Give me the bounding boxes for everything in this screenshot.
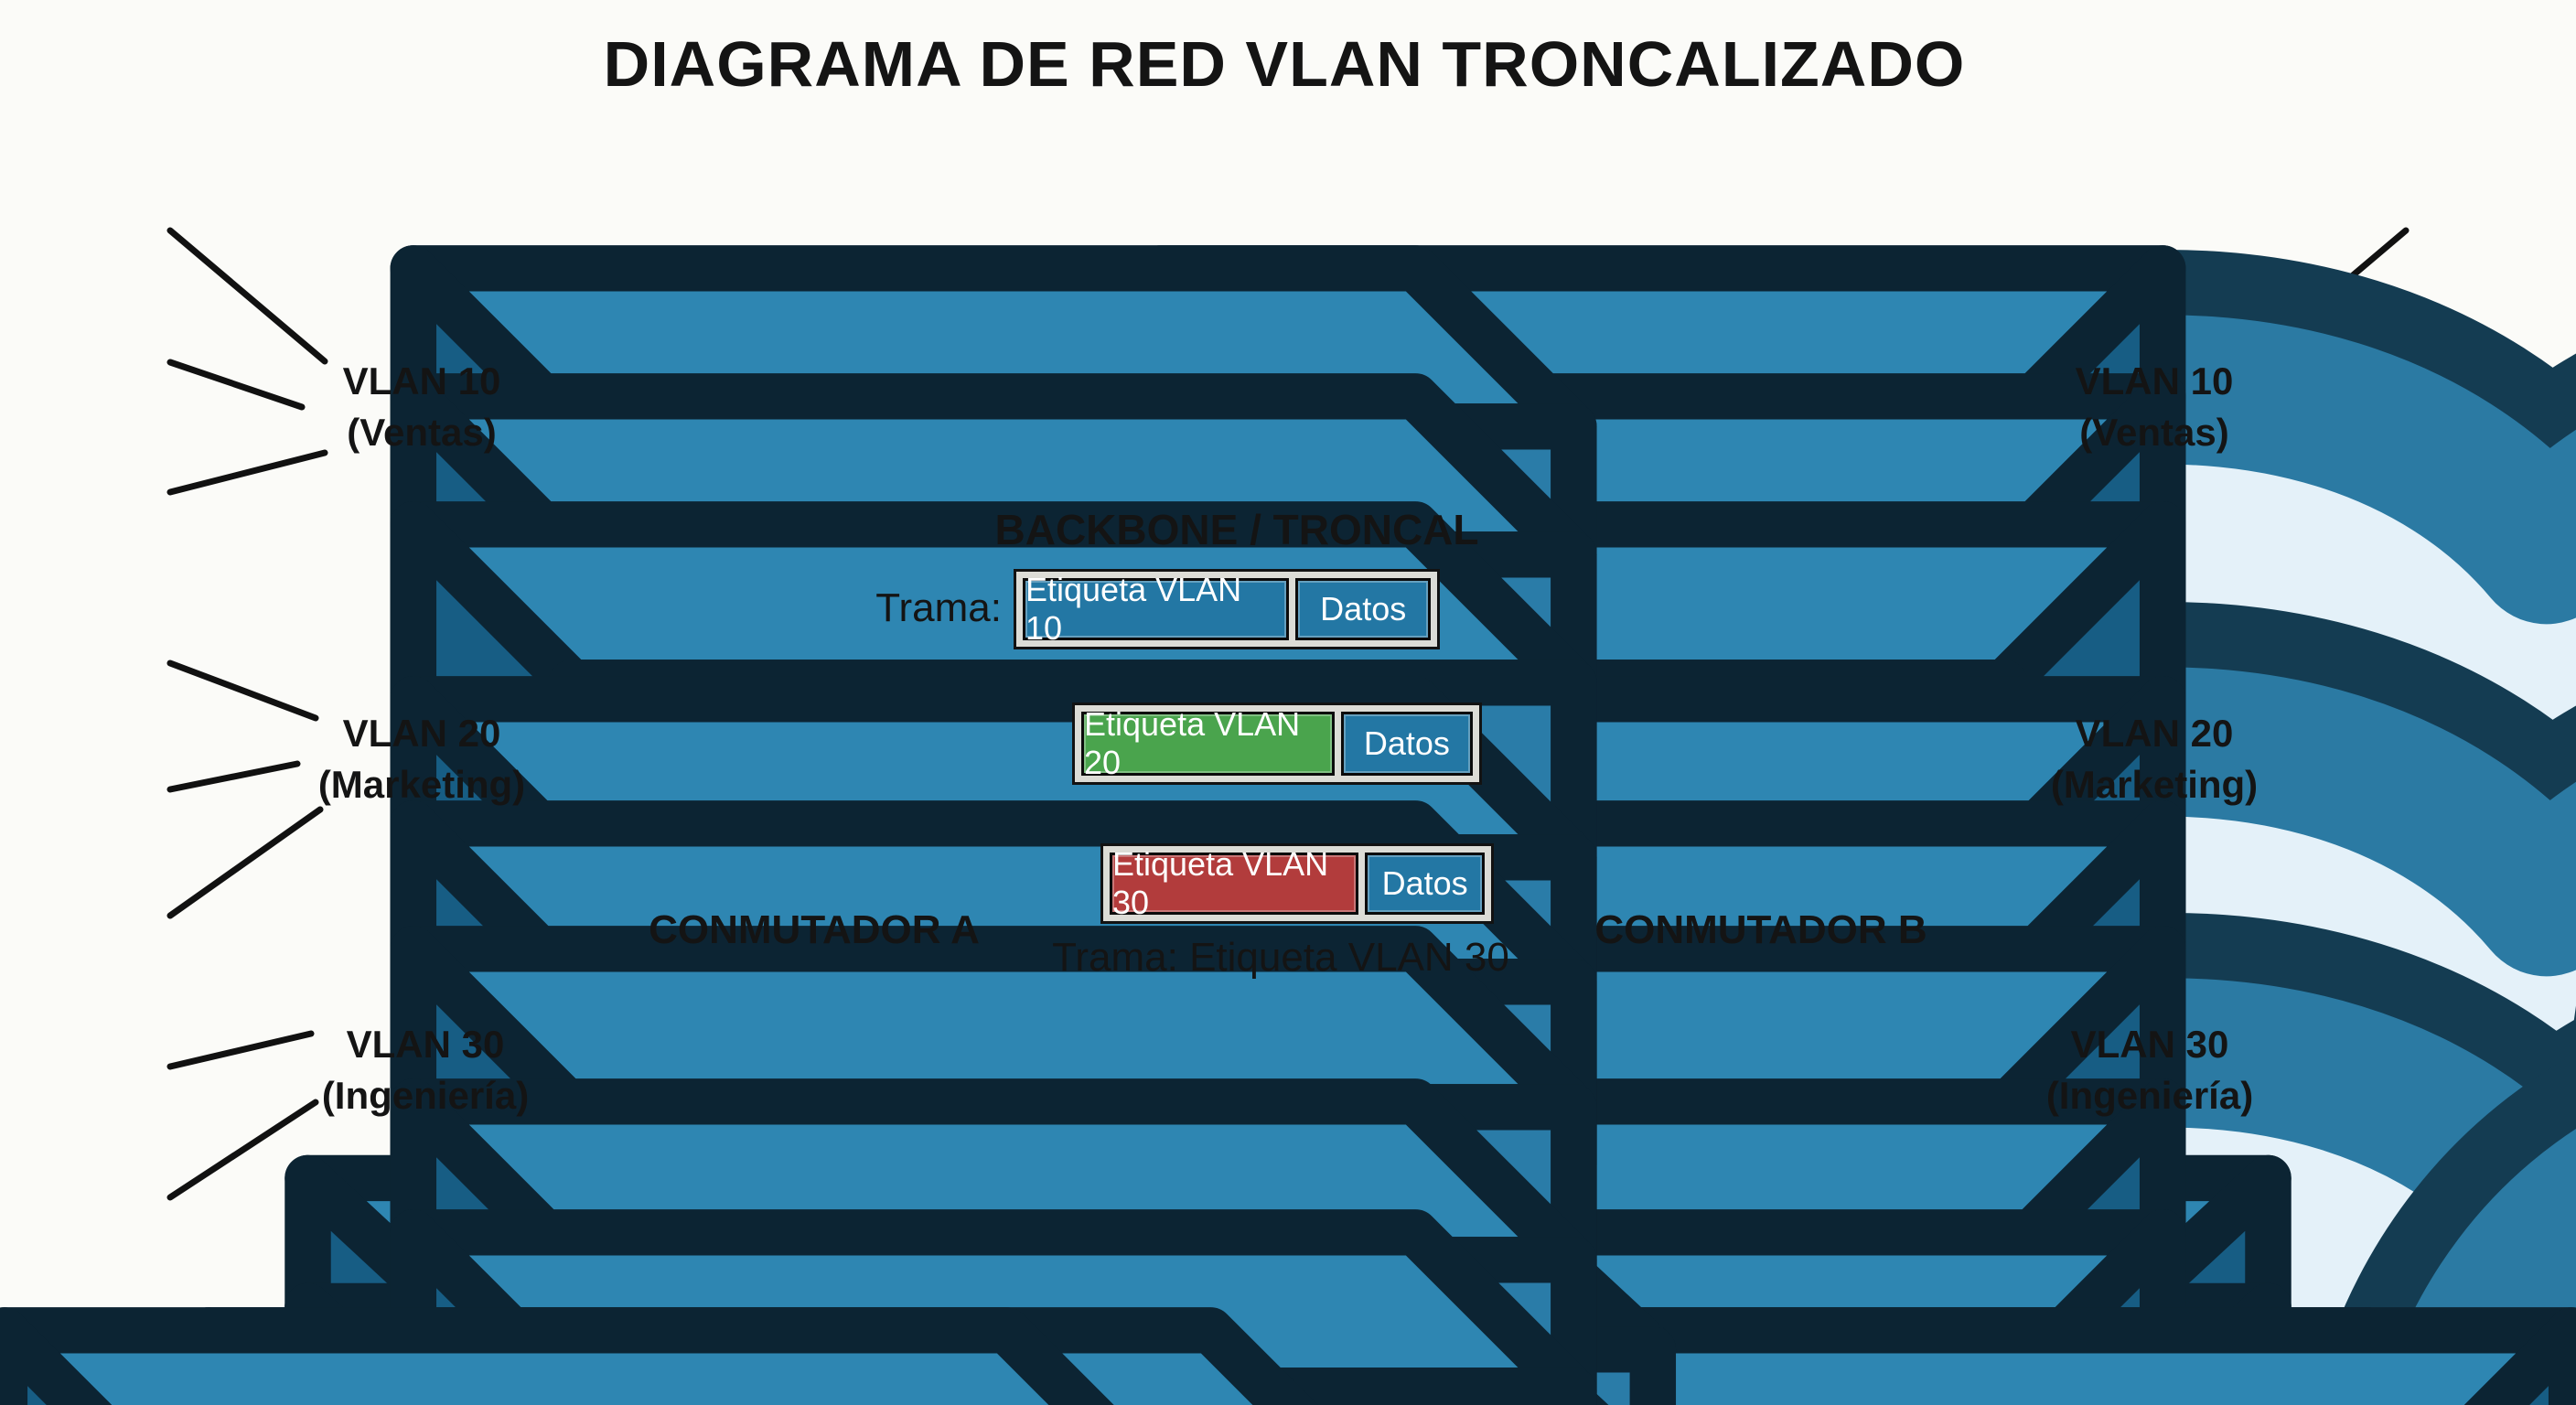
cloud-label-right-vlan10: VLAN 10 (Ventas) bbox=[2076, 356, 2234, 458]
cloud-label-left-vlan10: VLAN 10 (Ventas) bbox=[343, 356, 501, 458]
frame-vlan30: Etiqueta VLAN 30 Datos bbox=[1100, 843, 1494, 924]
frame-vlan10: Etiqueta VLAN 10 Datos bbox=[1014, 569, 1440, 649]
pc-group-right bbox=[0, 268, 1680, 1405]
vlan-id: VLAN 30 bbox=[346, 1023, 505, 1067]
vlan-dept: (Ventas) bbox=[347, 411, 497, 454]
switch-b-label: CONMUTADOR B bbox=[1594, 907, 1927, 952]
cloud-label-left-vlan30: VLAN 30 (Ingeniería) bbox=[322, 1019, 529, 1121]
frame-vlan10-payload: Datos bbox=[1295, 578, 1431, 640]
vlan-id: VLAN 20 bbox=[342, 712, 501, 756]
frame-vlan20: Etiqueta VLAN 20 Datos bbox=[1072, 702, 1482, 785]
frame-vlan30-tag: Etiqueta VLAN 30 bbox=[1110, 845, 1359, 921]
cloud-label-left-vlan20: VLAN 20 (Marketing) bbox=[318, 708, 525, 810]
vlan-dept: (Ingeniería) bbox=[321, 1074, 530, 1117]
vlan-dept: (Marketing) bbox=[2050, 763, 2259, 806]
trama-vlan30-caption: Trama: Etiqueta VLAN 30 bbox=[1052, 935, 1509, 980]
frame-vlan20-tag: Etiqueta VLAN 20 bbox=[1081, 705, 1335, 781]
vlan-id: VLAN 20 bbox=[2075, 712, 2234, 756]
vlan-id: VLAN 10 bbox=[342, 359, 501, 403]
frame-vlan10-tag: Etiqueta VLAN 10 bbox=[1023, 571, 1290, 647]
vlan-dept: (Ingeniería) bbox=[2045, 1074, 2254, 1117]
page-title: DIAGRAMA DE RED VLAN TRONCALIZADO bbox=[603, 28, 1966, 100]
backbone-label: BACKBONE / TRONCAL bbox=[994, 506, 1479, 553]
vlan-dept: (Marketing) bbox=[317, 763, 526, 806]
trama-label: Trama: bbox=[875, 585, 1002, 630]
cloud-label-right-vlan30: VLAN 30 (Ingeniería) bbox=[2046, 1019, 2253, 1121]
switch-a-label: CONMUTADOR A bbox=[649, 907, 980, 952]
vlan-dept: (Ventas) bbox=[2079, 411, 2229, 454]
frame-vlan30-payload: Datos bbox=[1365, 853, 1485, 915]
cloud-label-right-vlan20: VLAN 20 (Marketing) bbox=[2051, 708, 2258, 810]
vlan-id: VLAN 10 bbox=[2075, 359, 2234, 403]
vlan-id: VLAN 30 bbox=[2070, 1023, 2229, 1067]
frame-vlan20-payload: Datos bbox=[1340, 712, 1473, 776]
